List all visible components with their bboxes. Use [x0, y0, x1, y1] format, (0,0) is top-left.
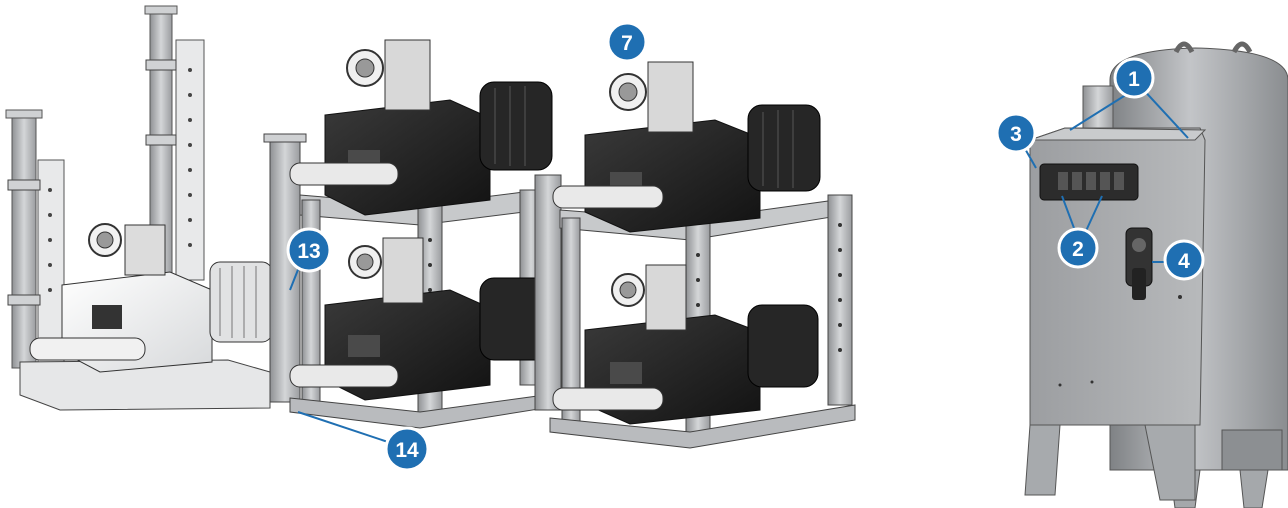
callout-2-label: 2	[1072, 238, 1084, 261]
callout-14-label: 14	[395, 439, 419, 462]
callout-3: 3	[995, 112, 1037, 154]
callout-13: 13	[286, 227, 332, 273]
callout-7: 7	[606, 21, 648, 63]
callout-4-label: 4	[1178, 250, 1190, 273]
callout-7-label: 7	[621, 32, 633, 55]
callout-14: 14	[384, 426, 430, 472]
callout-3-label: 3	[1010, 123, 1022, 146]
callout-13-label: 13	[297, 240, 320, 263]
double-pump-stack-1	[263, 39, 553, 429]
callout-4: 4	[1163, 239, 1205, 281]
callout-2: 2	[1057, 227, 1099, 269]
callouts: 1 2 3 4 7 13 14	[286, 21, 1205, 472]
single-pump-unit	[5, 5, 273, 411]
callout-1-label: 1	[1128, 68, 1140, 91]
callout-1: 1	[1113, 57, 1155, 99]
control-cabinet	[1024, 127, 1207, 501]
double-pump-stack-2	[534, 61, 856, 449]
